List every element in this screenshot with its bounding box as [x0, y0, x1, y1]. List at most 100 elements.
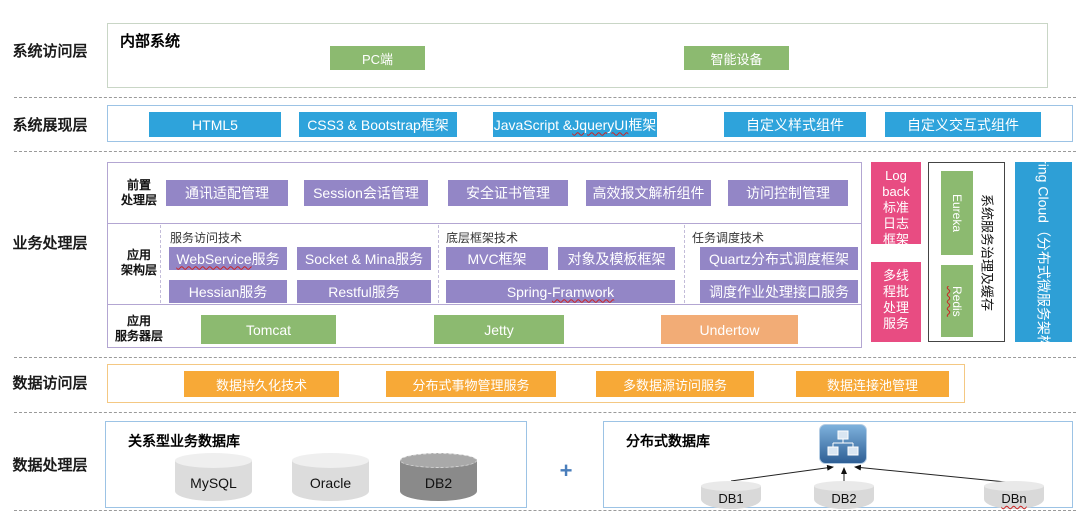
front-layer-label: 前置 处理层: [110, 178, 168, 208]
tomcat-node: Tomcat: [201, 315, 336, 344]
front-layer-label-line2: 处理层: [120, 193, 157, 207]
cylinder-top: [984, 481, 1044, 491]
db1-cylinder: DB1: [701, 481, 761, 509]
template-framework-node: 对象及模板框架: [558, 247, 675, 270]
governance-label: 系统服务治理及缓存: [979, 194, 995, 312]
framework-tech-title: 底层框架技术: [446, 231, 519, 245]
layer-label-data-process: 数据处理层: [12, 457, 88, 474]
presentation-box: HTML5 CSS3 & Bootstrap框架 JavaScript & Jq…: [107, 105, 1073, 142]
data-access-box: 数据持久化技术 分布式事物管理服务 多数据源访问服务 数据连接池管理: [107, 364, 965, 403]
mysql-cylinder: MySQL: [175, 453, 252, 501]
css3-bootstrap-node: CSS3 & Bootstrap框架: [299, 112, 457, 137]
connection-pool-node: 数据连接池管理: [796, 371, 949, 397]
business-main-box: 前置 处理层 通讯适配管理 Session会话管理 安全证书管理 高效报文解析组…: [107, 162, 862, 348]
comm-adapter-node: 通讯适配管理: [166, 180, 288, 206]
cylinder-body: [814, 486, 874, 509]
cylinder-top: [400, 453, 477, 468]
db2-label: DB2: [424, 475, 453, 491]
quartz-node: Quartz分布式调度框架: [700, 247, 858, 270]
layer-label-access: 系统访问层: [12, 43, 88, 60]
cluster-icon: [819, 424, 867, 464]
access-control-node: 访问控制管理: [728, 180, 848, 206]
redis-label: Redis: [950, 285, 964, 317]
cylinder-top: [175, 453, 252, 468]
webservice-post: 服务: [251, 250, 280, 267]
spring-framework-node: Spring-Framwork: [446, 280, 675, 303]
custom-style-node: 自定义样式组件: [724, 112, 866, 137]
governance-box: Eureka Redis 系统服务治理及缓存: [928, 162, 1005, 342]
multithread-batch-node: 多线程批处理服务: [871, 262, 921, 342]
spring-pre: Spring-: [506, 283, 552, 300]
row-divider: [108, 304, 861, 305]
server-layer-label-line2: 服务器层: [114, 329, 163, 343]
section-divider: [684, 225, 685, 303]
undertow-node: Undertow: [661, 315, 798, 344]
db2-small-label: DB2: [831, 491, 857, 506]
arch-layer-label-line1: 应用: [126, 248, 151, 262]
redis-node: Redis: [941, 265, 973, 337]
cylinder-body: [984, 486, 1044, 509]
socket-mina-node: Socket & Mina服务: [297, 247, 431, 270]
db2-cylinder: DB2: [400, 453, 477, 501]
plus-sign: +: [559, 458, 573, 483]
eureka-node: Eureka: [941, 171, 973, 255]
cert-mgmt-node: 安全证书管理: [448, 180, 568, 206]
dbn-cylinder: DBn: [984, 481, 1044, 509]
persistence-node: 数据持久化技术: [184, 371, 339, 397]
internal-system-box: 内部系统 PC端 智能设备: [107, 23, 1048, 88]
webservice-wavy: WebService: [176, 250, 252, 267]
jetty-node: Jetty: [434, 315, 564, 344]
mvc-node: MVC框架: [446, 247, 548, 270]
js-label-post: 框架: [628, 116, 657, 133]
restful-node: Restful服务: [297, 280, 431, 303]
layer-label-data-access: 数据访问层: [12, 375, 88, 392]
dbn-label: DBn: [1001, 491, 1027, 506]
divider: [14, 151, 1076, 152]
html5-node: HTML5: [149, 112, 281, 137]
oracle-label: Oracle: [309, 475, 352, 491]
cylinder-top: [292, 453, 369, 468]
relational-db-title: 关系型业务数据库: [128, 433, 240, 449]
cylinder-top: [814, 481, 874, 491]
layer-label-presentation: 系统展现层: [12, 117, 88, 134]
dispatch-node: 调度作业处理接口服务: [700, 280, 858, 303]
divider: [14, 97, 1076, 98]
db1-label: DB1: [718, 491, 744, 506]
server-layer-label-line1: 应用: [126, 314, 151, 328]
hessian-node: Hessian服务: [169, 280, 287, 303]
logback-node: Log back 标准日志框架: [871, 162, 921, 247]
distributed-db-title: 分布式数据库: [626, 433, 710, 449]
db2-small-cylinder: DB2: [814, 481, 874, 509]
packet-parse-node: 高效报文解析组件: [586, 180, 711, 206]
divider: [14, 412, 1076, 413]
server-layer-label: 应用 服务器层: [110, 314, 168, 344]
js-label-wavy: JqueryUI: [572, 116, 629, 133]
layer-label-business: 业务处理层: [12, 235, 88, 252]
row-divider: [108, 223, 861, 224]
service-tech-title: 服务访问技术: [170, 231, 243, 245]
spring-cloud-node: Spring Cloud（分布式微服务架构）: [1015, 142, 1072, 362]
relational-db-box: 关系型业务数据库 MySQL Oracle DB2: [105, 421, 527, 508]
internal-system-title: 内部系统: [120, 33, 181, 50]
cylinder-body: [701, 486, 761, 509]
custom-interactive-node: 自定义交互式组件: [885, 112, 1041, 137]
session-mgmt-node: Session会话管理: [304, 180, 428, 206]
mysql-label: MySQL: [190, 475, 237, 491]
js-label-pre: JavaScript &: [493, 116, 573, 133]
cylinder-top: [701, 481, 761, 491]
front-layer-label-line1: 前置: [126, 178, 151, 192]
section-divider: [160, 225, 161, 303]
oracle-cylinder: Oracle: [292, 453, 369, 501]
section-divider: [438, 225, 439, 303]
divider: [14, 510, 1076, 511]
dist-transaction-node: 分布式事物管理服务: [386, 371, 556, 397]
distributed-db-box: 分布式数据库: [603, 421, 1073, 509]
spring-wavy: Framwork: [551, 283, 615, 300]
arch-layer-label-line2: 架构层: [120, 263, 157, 277]
divider: [14, 357, 1076, 358]
smart-device-node: 智能设备: [684, 46, 789, 70]
db-arrows: [730, 464, 1017, 484]
